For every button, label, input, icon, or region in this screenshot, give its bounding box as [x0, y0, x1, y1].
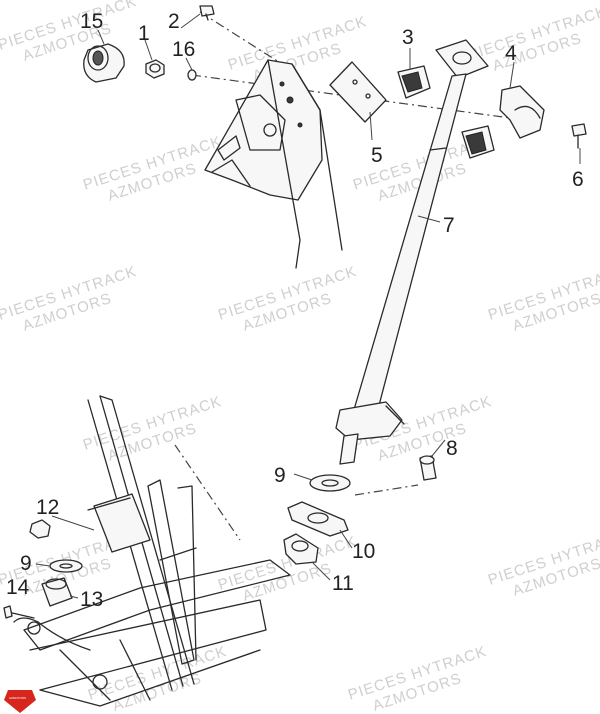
- part-14-bolt: [3, 605, 35, 619]
- upper-mounting-bracket: [204, 59, 343, 269]
- callout-2: 2: [168, 10, 180, 33]
- callout-12: 12: [36, 496, 59, 519]
- callout-10: 10: [352, 540, 375, 563]
- callout-15: 15: [80, 10, 103, 33]
- callout-16: 16: [172, 38, 195, 61]
- callout-9: 9: [274, 464, 286, 487]
- callout-3: 3: [402, 26, 414, 49]
- part-3-bushing-block: [397, 65, 431, 99]
- brand-logo: AZMOTORS: [4, 690, 36, 713]
- callout-5: 5: [371, 144, 383, 167]
- callout-4: 4: [505, 42, 517, 65]
- callout-8: 8: [446, 437, 458, 460]
- part-12-nut: [29, 519, 51, 539]
- callout-14: 14: [6, 576, 30, 599]
- part-3-bushing-block-lower: [461, 125, 495, 159]
- callout-7: 7: [443, 214, 455, 237]
- callout-9-lower: 9: [20, 552, 32, 575]
- logo-text: AZMOTORS: [9, 696, 26, 700]
- part-4-clamp: [499, 85, 545, 139]
- part-10-flange-bushing: [287, 501, 349, 537]
- callout-1: 1: [138, 22, 150, 45]
- part-6-bolt: [571, 123, 587, 149]
- part-2-bolt: [199, 5, 215, 21]
- lower-chassis-frame: [13, 395, 291, 707]
- callout-labels: 15 1 2 16 3 4 5 6 7 8 9 10 11 12 9 14 13: [6, 10, 584, 611]
- part-15-bush: [83, 43, 125, 83]
- callout-11: 11: [332, 572, 354, 595]
- part-13-bushing: [41, 577, 73, 607]
- part-8-bolt: [419, 455, 437, 481]
- callout-13: 13: [80, 588, 103, 611]
- part-7-steering-column: [335, 39, 489, 465]
- part-16-washer: [187, 69, 197, 81]
- part-9-washer-lower: [49, 559, 83, 573]
- logo-shield-icon: [4, 690, 36, 713]
- part-9-washer: [309, 474, 351, 492]
- part-5-plate: [329, 61, 387, 123]
- part-11-cone-bush: [283, 533, 319, 565]
- part-1-nut: [145, 59, 165, 79]
- callout-6: 6: [572, 168, 584, 191]
- leader-lines: [35, 13, 581, 599]
